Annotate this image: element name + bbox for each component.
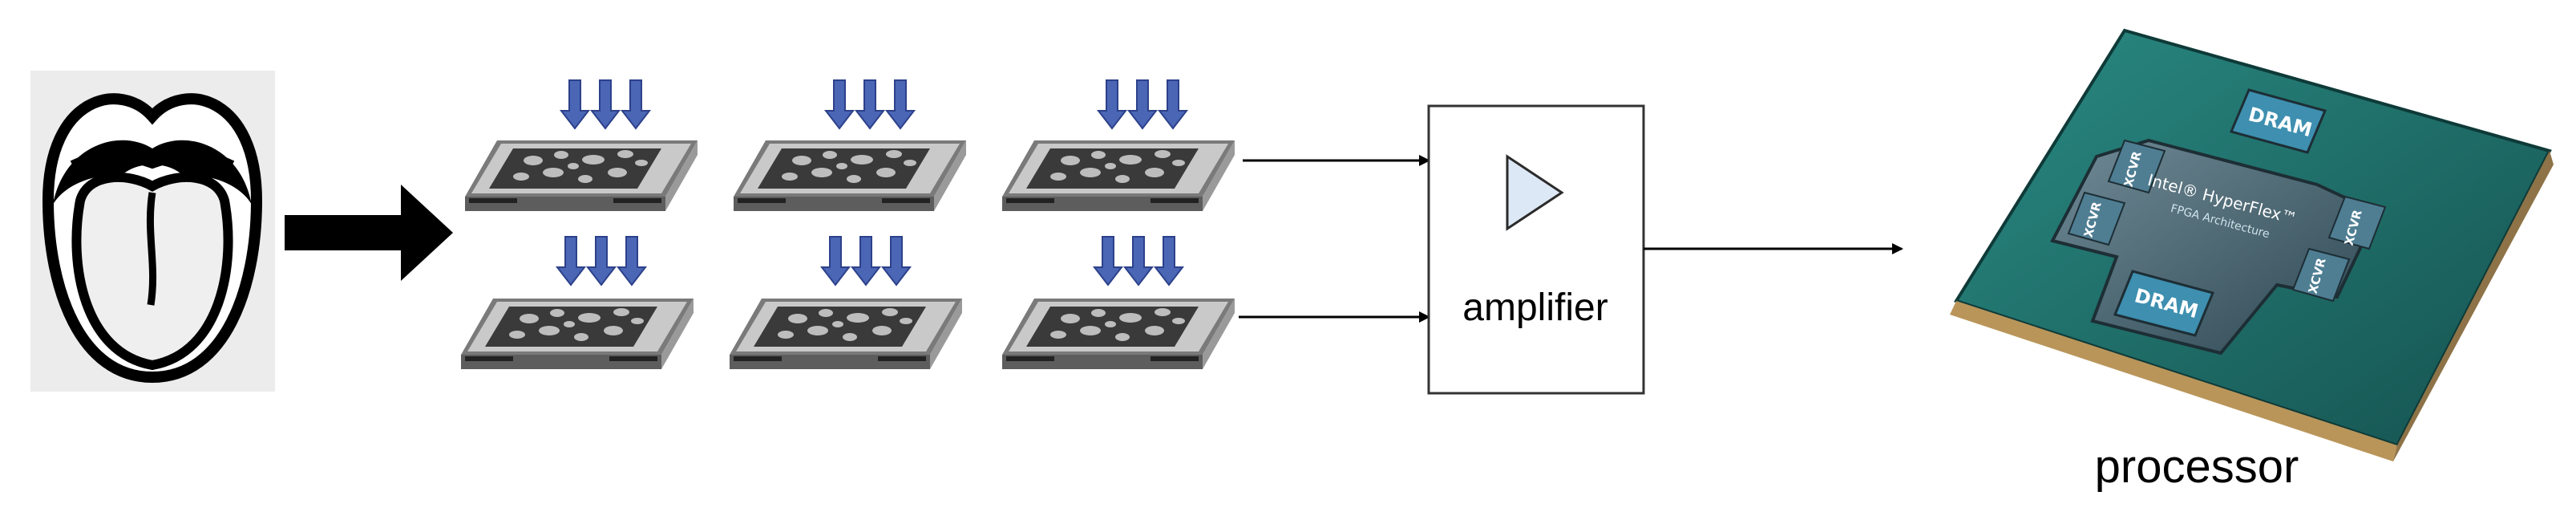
amplifier-label: amplifier xyxy=(1462,286,1608,329)
amplifier-triangle-icon xyxy=(1506,154,1564,231)
processor-label: processor xyxy=(2094,441,2299,493)
amplifier-box xyxy=(1427,104,1645,395)
pressure-arrow-icon xyxy=(1094,236,1183,286)
pressure-arrow-icon xyxy=(821,236,911,286)
pressure-arrow-icon xyxy=(1098,79,1187,129)
pressure-arrow-icon xyxy=(825,79,915,129)
sensor-chip-icon xyxy=(1002,140,1235,211)
tongue-icon xyxy=(30,71,275,392)
sensor-chip-icon xyxy=(734,140,966,211)
pressure-arrow-icon xyxy=(560,79,650,129)
flow-arrow-main xyxy=(285,185,453,281)
sensor-chip-icon xyxy=(730,299,962,369)
pressure-arrow-icon xyxy=(556,236,646,286)
processor-chip-icon: DRAM DRAM Intel® HyperFlex™ FPGA Archite… xyxy=(1950,28,2554,461)
sensor-chip-icon xyxy=(465,140,698,211)
sensor-chip-icon xyxy=(461,299,694,369)
sensor-chip-icon xyxy=(1002,299,1235,369)
